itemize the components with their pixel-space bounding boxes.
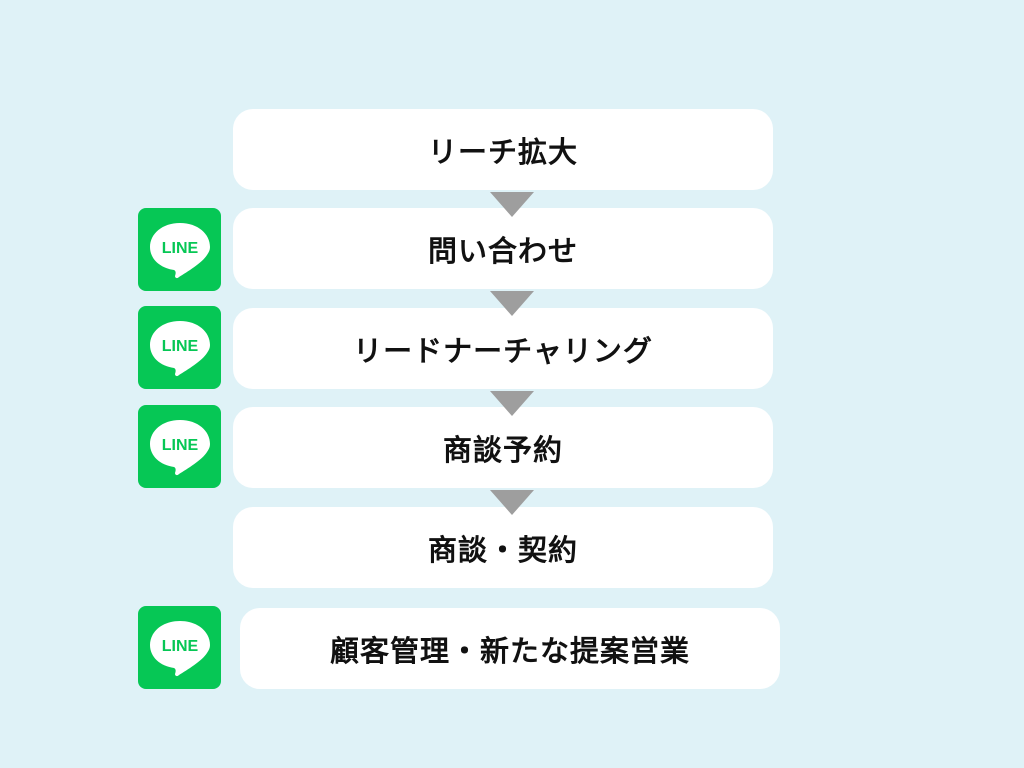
line-speech-bubble-icon: LINE (149, 320, 210, 376)
line-app-icon: LINE (138, 606, 221, 689)
line-badge-text: LINE (161, 338, 198, 355)
line-app-icon: LINE (138, 306, 221, 389)
flow-arrow-down-icon (490, 291, 534, 316)
line-speech-bubble-icon: LINE (149, 419, 210, 475)
step-reach-expansion: リーチ拡大 (233, 109, 773, 190)
step-meeting-contract: 商談・契約 (233, 507, 773, 588)
step-customer-management: 顧客管理・新たな提案営業 (240, 608, 780, 689)
line-badge-text: LINE (161, 437, 198, 454)
flow-arrow-down-icon (490, 490, 534, 515)
line-app-icon: LINE (138, 208, 221, 291)
step-label: 商談・契約 (427, 532, 578, 567)
flow-arrow-down-icon (490, 192, 534, 217)
step-label: リードナーチャリング (353, 333, 653, 368)
step-label: 商談予約 (442, 432, 563, 467)
line-badge-text: LINE (161, 240, 198, 257)
step-label: リーチ拡大 (427, 134, 578, 169)
step-label: 問い合わせ (427, 233, 578, 268)
step-label: 顧客管理・新たな提案営業 (329, 633, 690, 668)
line-badge-text: LINE (161, 638, 198, 655)
step-meeting-booking: 商談予約 (233, 407, 773, 488)
line-speech-bubble-icon: LINE (149, 222, 210, 278)
flow-arrow-down-icon (490, 391, 534, 416)
step-lead-nurturing: リードナーチャリング (233, 308, 773, 389)
step-inquiry: 問い合わせ (233, 208, 773, 289)
line-speech-bubble-icon: LINE (149, 620, 210, 676)
line-app-icon: LINE (138, 405, 221, 488)
